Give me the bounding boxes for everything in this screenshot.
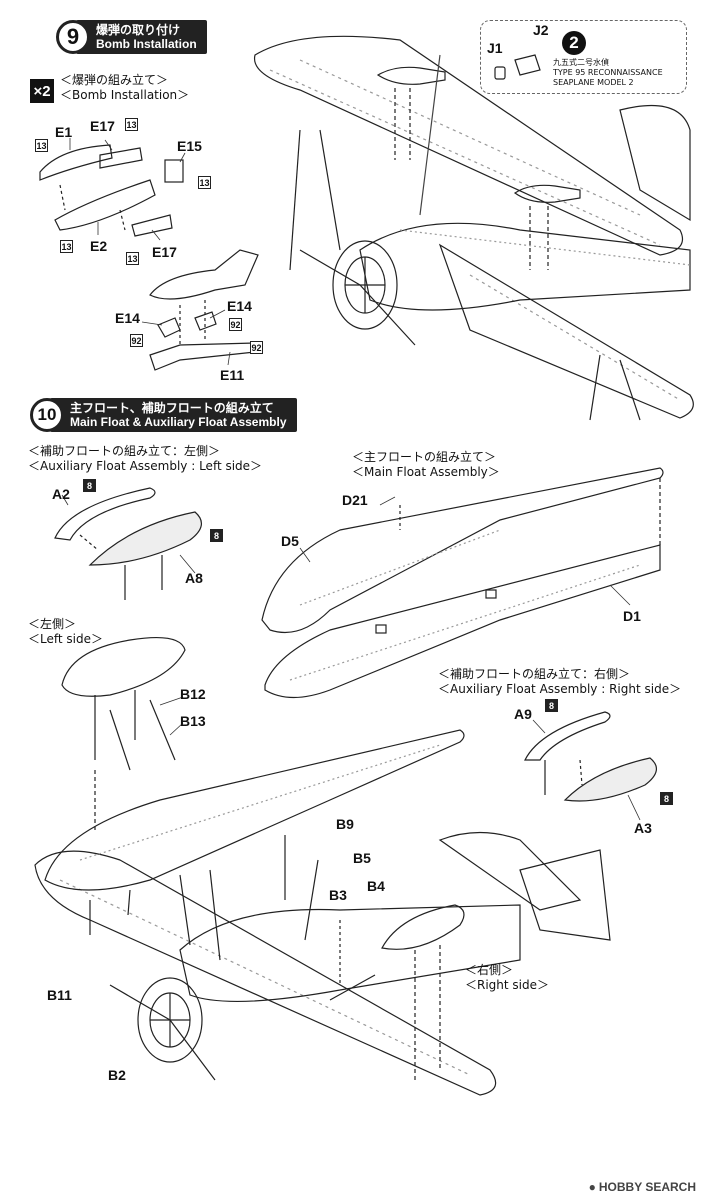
runner-tag-13-a: 13 <box>35 139 48 152</box>
reference-box <box>480 20 687 94</box>
step-10-title-jp: 主フロート、補助フロートの組み立て <box>70 401 274 415</box>
step-9-title: 爆弾の取り付け Bomb Installation <box>76 20 207 54</box>
main-float-jp: ＜主フロートの組み立て＞ <box>352 450 497 464</box>
leader-lines <box>61 138 641 821</box>
aux-left-jp: ＜補助フロートの組み立て：左側＞ <box>28 444 221 458</box>
runner-tag-13-b: 13 <box>125 118 138 131</box>
step-10-title-en: Main Float & Auxiliary Float Assembly <box>70 415 287 429</box>
runner-tag-92-a: 92 <box>130 334 143 347</box>
runner-tag-8-d: 8 <box>660 792 673 805</box>
runner-tag-92-c: 92 <box>250 341 263 354</box>
step-9-header: 9 爆弾の取り付け Bomb Installation <box>56 20 207 54</box>
step-10-title: 主フロート、補助フロートの組み立て Main Float & Auxiliary… <box>50 398 297 432</box>
runner-tag-8-c: 8 <box>545 699 558 712</box>
quantity-badge: ×2 <box>30 79 54 103</box>
step-9-number: 9 <box>56 20 90 54</box>
watermark-icon: ● <box>588 1180 596 1194</box>
part-label-e2: E2 <box>90 238 108 254</box>
runner-tag-13-c: 13 <box>198 176 211 189</box>
part-label-j2: J2 <box>533 22 549 38</box>
bomb-sub-en: ＜Bomb Installation＞ <box>60 88 190 102</box>
reference-en-1: TYPE 95 RECONNAISSANCE <box>553 68 663 77</box>
main-float-sub-title: ＜主フロートの組み立て＞ ＜Main Float Assembly＞ <box>352 450 500 480</box>
part-label-b5: B5 <box>353 850 371 866</box>
reference-en-2: SEAPLANE MODEL 2 <box>553 78 634 87</box>
part-label-e14-right: E14 <box>227 298 252 314</box>
right-side-en: ＜Right side＞ <box>465 978 550 992</box>
reference-jp: 九五式二号水偵 <box>553 58 609 67</box>
aircraft-bottom-drawing <box>34 729 611 1096</box>
part-label-b12: B12 <box>180 686 206 702</box>
part-label-d21: D21 <box>342 492 368 508</box>
runner-tag-13-e: 13 <box>126 252 139 265</box>
aircraft-top-drawing <box>253 35 694 421</box>
part-label-e15: E15 <box>177 138 202 154</box>
bomb-sub-jp: ＜爆弾の組み立て＞ <box>60 73 169 87</box>
part-label-e14-left: E14 <box>115 310 140 326</box>
aux-float-left-drawing <box>54 487 202 600</box>
part-label-e11: E11 <box>220 367 245 383</box>
aux-float-right-drawing <box>524 711 657 802</box>
left-side-sub-title: ＜左側＞ ＜Left side＞ <box>28 617 103 647</box>
left-float-drawing <box>61 636 186 830</box>
part-label-j1: J1 <box>487 40 503 56</box>
step-10-header: 10 主フロート、補助フロートの組み立て Main Float & Auxili… <box>30 398 297 432</box>
aux-right-sub-title: ＜補助フロートの組み立て：右側＞ ＜Auxiliary Float Assemb… <box>438 667 681 697</box>
main-float-drawing <box>261 467 664 699</box>
part-label-b3: B3 <box>329 887 347 903</box>
part-label-e17-upper: E17 <box>90 118 115 134</box>
part-label-b11: B11 <box>47 987 72 1003</box>
part-label-a2: A2 <box>52 486 70 502</box>
part-label-d1: D1 <box>623 608 641 624</box>
reference-number: 2 <box>562 31 586 55</box>
part-label-a3: A3 <box>634 820 652 836</box>
left-side-en: ＜Left side＞ <box>28 632 103 646</box>
part-label-e17-lower: E17 <box>152 244 177 260</box>
main-float-en: ＜Main Float Assembly＞ <box>352 465 500 479</box>
part-label-b4: B4 <box>367 878 385 894</box>
part-label-b13: B13 <box>180 713 206 729</box>
aux-right-en: ＜Auxiliary Float Assembly : Right side＞ <box>438 682 682 696</box>
part-label-b9: B9 <box>336 816 354 832</box>
bomb-assembly-drawing <box>39 144 259 371</box>
aux-right-jp: ＜補助フロートの組み立て：右側＞ <box>438 667 631 681</box>
step-9-title-jp: 爆弾の取り付け <box>96 23 181 37</box>
aux-left-sub-title: ＜補助フロートの組み立て：左側＞ ＜Auxiliary Float Assemb… <box>28 444 262 474</box>
bomb-sub-title: ＜爆弾の組み立て＞ ＜Bomb Installation＞ <box>60 73 189 103</box>
part-label-a9: A9 <box>514 706 532 722</box>
right-side-sub-title: ＜右側＞ ＜Right side＞ <box>465 963 549 993</box>
part-label-e1: E1 <box>55 124 73 140</box>
part-label-a8: A8 <box>185 570 203 586</box>
aux-left-en: ＜Auxiliary Float Assembly : Left side＞ <box>28 459 263 473</box>
j-parts-drawing <box>494 54 541 80</box>
right-side-jp: ＜右側＞ <box>465 963 514 977</box>
step-9-title-en: Bomb Installation <box>96 37 197 51</box>
runner-tag-92-b: 92 <box>229 318 242 331</box>
reference-text: 九五式二号水偵 TYPE 95 RECONNAISSANCE SEAPLANE … <box>553 58 663 88</box>
runner-tag-13-d: 13 <box>60 240 73 253</box>
runner-tag-8-b: 8 <box>210 529 223 542</box>
step-10-number: 10 <box>30 398 64 432</box>
part-label-d5: D5 <box>281 533 299 549</box>
watermark: ● HOBBY SEARCH <box>589 1180 696 1194</box>
part-label-b2: B2 <box>108 1067 126 1083</box>
runner-tag-8-a: 8 <box>83 479 96 492</box>
left-side-jp: ＜左側＞ <box>28 617 77 631</box>
watermark-text: HOBBY SEARCH <box>598 1180 696 1194</box>
